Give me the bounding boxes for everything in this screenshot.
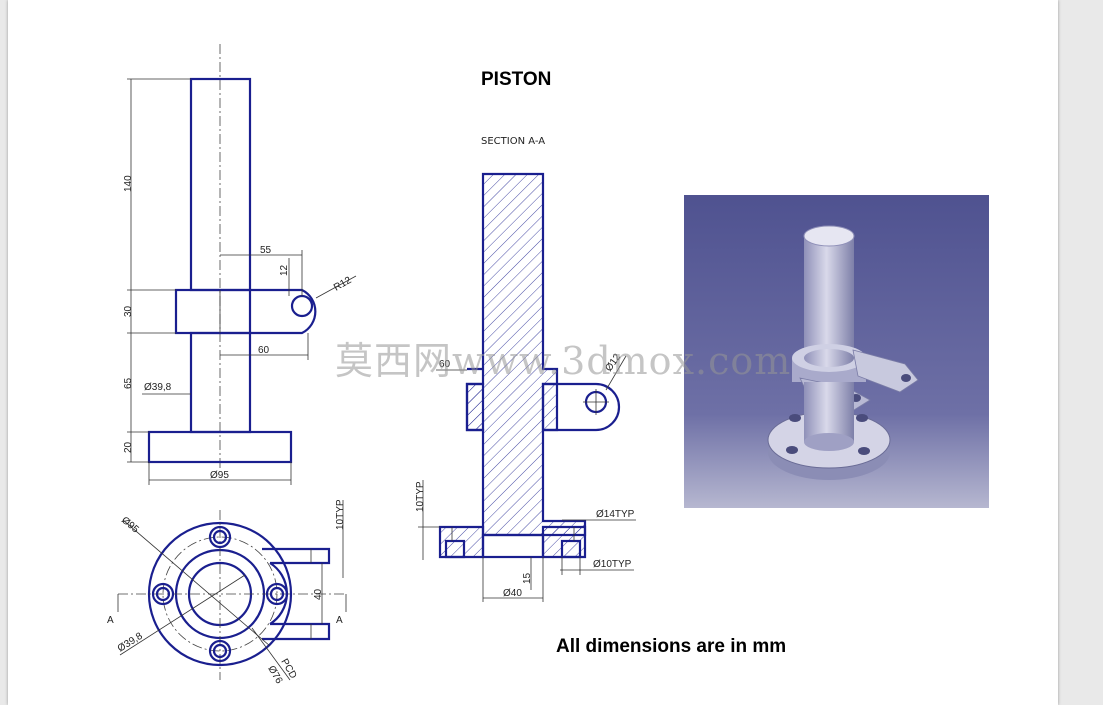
dim-10typ-top: 10TYP <box>335 499 346 530</box>
section-label: SECTION A-A <box>481 136 546 147</box>
dim-r12: R12 <box>332 275 354 294</box>
dim-65: 65 <box>123 377 134 389</box>
dim-dia39-top: Ø39,8 <box>116 631 145 655</box>
dim-60: 60 <box>258 345 270 356</box>
dim-15-section: 15 <box>522 572 533 584</box>
dim-dia40-section: Ø40 <box>503 588 522 599</box>
dim-40-top: 40 <box>313 588 324 600</box>
dim-60-section: 60 <box>439 359 451 370</box>
front-view: 140 30 65 20 55 60 12 R12 Ø39,8 Ø95 <box>123 44 357 485</box>
units-note: All dimensions are in mm <box>556 636 787 657</box>
drawing-title: PISTON <box>481 69 552 90</box>
dim-dia39: Ø39,8 <box>144 382 172 393</box>
dim-dia95: Ø95 <box>210 470 229 481</box>
3d-render <box>684 195 989 508</box>
dim-30: 30 <box>123 305 134 317</box>
top-view: A A 10TYP 40 Ø95 Ø39,8 PCD Ø76 <box>107 499 347 686</box>
dim-140: 140 <box>123 175 134 192</box>
section-mark-right: A <box>336 615 343 626</box>
section-mark-left: A <box>107 615 114 626</box>
dim-12: 12 <box>279 264 290 276</box>
dim-10typ-section: 10TYP <box>415 481 426 512</box>
dim-20: 20 <box>123 441 134 453</box>
section-view: 60 Ø12 10TYP Ø14TYP Ø10TYP 15 Ø40 <box>415 172 636 602</box>
dim-dia14-section: Ø14TYP <box>596 509 635 520</box>
dim-55: 55 <box>260 245 272 256</box>
watermark: 莫西网www.3dmox.com <box>335 339 792 383</box>
dim-dia10-section: Ø10TYP <box>593 559 632 570</box>
